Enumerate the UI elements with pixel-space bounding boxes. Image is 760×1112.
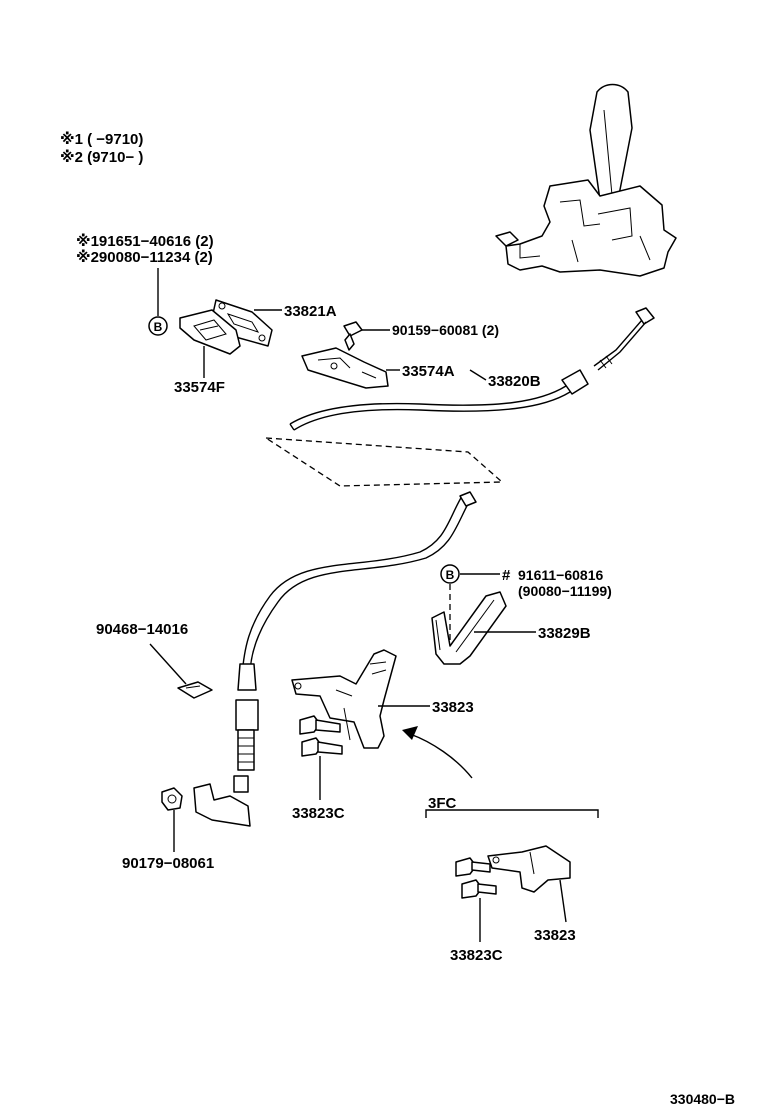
arrow-indicator <box>409 733 473 779</box>
bolt-note-2: ※290080−11234 (2) <box>76 248 213 266</box>
leader-33574a-33820b <box>469 369 487 381</box>
label-90468: 90468−14016 <box>96 621 188 638</box>
bracket-33574a <box>301 347 389 389</box>
label-33820b: 33820B <box>488 373 541 390</box>
bracket-33829b <box>431 591 507 665</box>
bolts-33823c-3fc <box>455 857 497 899</box>
bolt-90159 <box>343 321 363 351</box>
bolts-33823c <box>299 715 343 757</box>
label-33823c: 33823C <box>292 805 345 822</box>
leader-90468 <box>149 643 187 685</box>
clip-90468 <box>177 681 213 699</box>
label-33823c-3fc: 33823C <box>450 947 503 964</box>
b-marker-left-label: B <box>154 320 163 334</box>
label-90080: (90080−11199) <box>518 583 612 599</box>
b-marker-right <box>440 564 460 584</box>
plate-33574f <box>179 309 241 355</box>
label-90159: 90159−60081 (2) <box>392 322 499 338</box>
transmission-housing <box>193 783 251 827</box>
note-1: ※1 ( −9710) <box>60 130 143 148</box>
cable-upper <box>289 307 655 431</box>
label-90179: 90179−08061 <box>122 855 214 872</box>
label-33823: 33823 <box>432 699 474 716</box>
label-33574f: 33574F <box>174 379 225 396</box>
label-33829b: 33829B <box>538 625 591 642</box>
figure-id: 330480−B <box>670 1091 735 1107</box>
label-3fc: 3FC <box>428 795 457 812</box>
cable-route-outline <box>263 437 504 487</box>
nut-90179 <box>161 787 183 811</box>
label-33823-3fc: 33823 <box>534 927 576 944</box>
hash-mark: # <box>502 567 511 584</box>
b-marker-left <box>148 316 168 336</box>
bracket-33823 <box>291 649 397 749</box>
bracket-3fc <box>425 809 599 818</box>
bracket-33823-3fc <box>487 845 571 893</box>
label-33821a: 33821A <box>284 303 337 320</box>
label-91611: 91611−60816 <box>518 567 603 583</box>
b-marker-right-label: B <box>446 568 455 582</box>
shift-lever-assembly <box>495 83 677 277</box>
arrow-head <box>402 726 418 740</box>
note-2: ※2 (9710− ) <box>60 148 143 166</box>
leader-33823-3fc <box>559 879 567 923</box>
bolt-note-1: ※191651−40616 (2) <box>76 232 214 250</box>
label-33574a: 33574A <box>402 363 455 380</box>
cable-lower <box>233 491 477 793</box>
